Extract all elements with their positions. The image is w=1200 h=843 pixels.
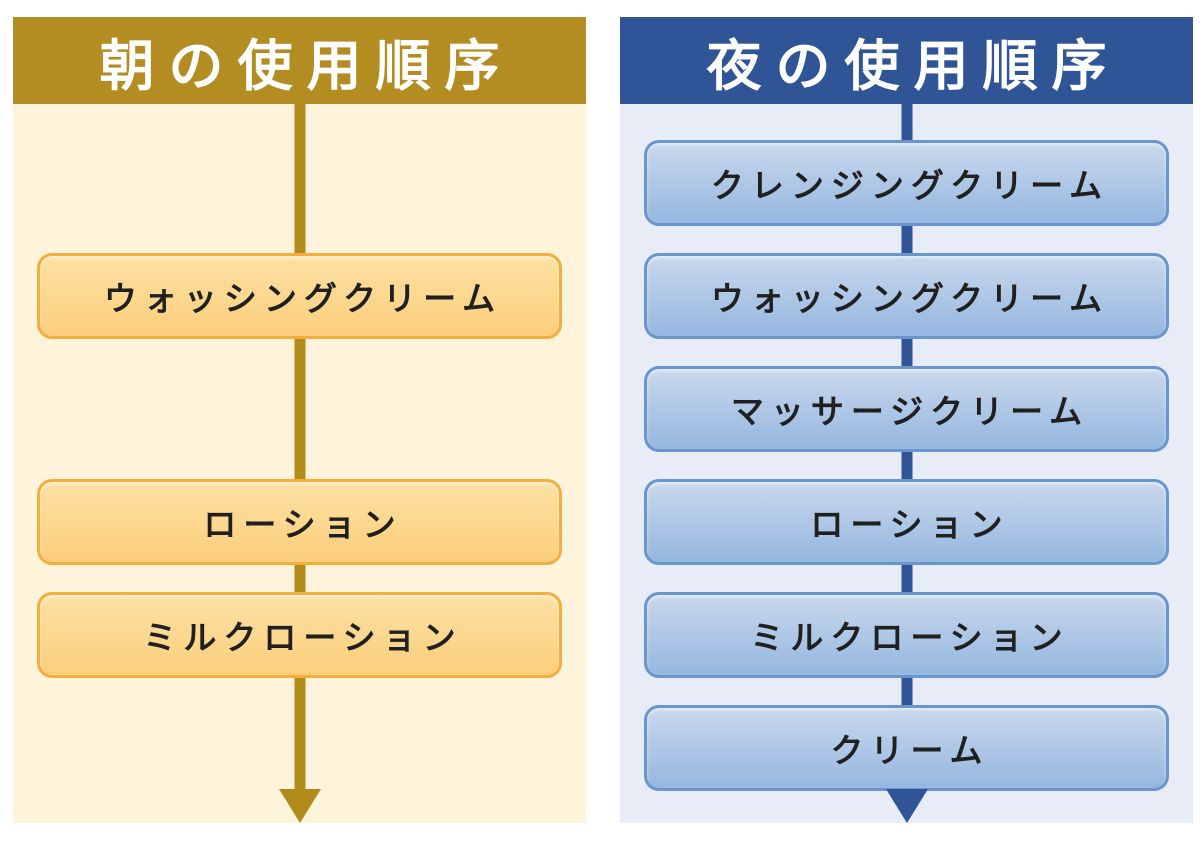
step-label: クリーム bbox=[830, 731, 990, 770]
night-step-cream: クリーム bbox=[644, 705, 1169, 791]
step-label: ミルクローション bbox=[750, 618, 1070, 657]
morning-step-lotion: ローション bbox=[37, 479, 562, 565]
step-label: ウォッシングクリーム bbox=[103, 279, 503, 318]
morning-body: ウォッシングクリーム ローション ミルクローション bbox=[13, 104, 586, 823]
step-label: ミルクローション bbox=[143, 618, 463, 657]
night-routine-panel: 夜の使用順序 クレンジングクリーム ウォッシングクリーム マッサージクリーム ロ… bbox=[620, 17, 1193, 823]
step-label: ウォッシングクリーム bbox=[710, 279, 1110, 318]
night-step-lotion: ローション bbox=[644, 479, 1169, 565]
step-label: マッサージクリーム bbox=[730, 392, 1090, 431]
night-step-cleansing-cream: クレンジングクリーム bbox=[644, 140, 1169, 226]
morning-step-washing-cream: ウォッシングクリーム bbox=[37, 253, 562, 339]
night-body: クレンジングクリーム ウォッシングクリーム マッサージクリーム ローション ミル… bbox=[620, 104, 1193, 823]
morning-header: 朝の使用順序 bbox=[13, 17, 586, 104]
night-title: 夜の使用順序 bbox=[706, 33, 1121, 98]
morning-routine-panel: 朝の使用順序 ウォッシングクリーム ローション ミルクローション bbox=[13, 17, 586, 823]
morning-flow-line bbox=[294, 104, 305, 792]
morning-title: 朝の使用順序 bbox=[99, 33, 514, 98]
step-label: ローション bbox=[810, 505, 1010, 544]
night-step-washing-cream: ウォッシングクリーム bbox=[644, 253, 1169, 339]
step-label: ローション bbox=[203, 505, 403, 544]
night-step-milk-lotion: ミルクローション bbox=[644, 592, 1169, 678]
night-header: 夜の使用順序 bbox=[620, 17, 1193, 104]
night-step-massage-cream: マッサージクリーム bbox=[644, 366, 1169, 452]
night-down-arrow-icon bbox=[885, 789, 928, 823]
morning-down-arrow-icon bbox=[278, 789, 321, 823]
step-label: クレンジングクリーム bbox=[710, 166, 1110, 205]
morning-step-milk-lotion: ミルクローション bbox=[37, 592, 562, 678]
